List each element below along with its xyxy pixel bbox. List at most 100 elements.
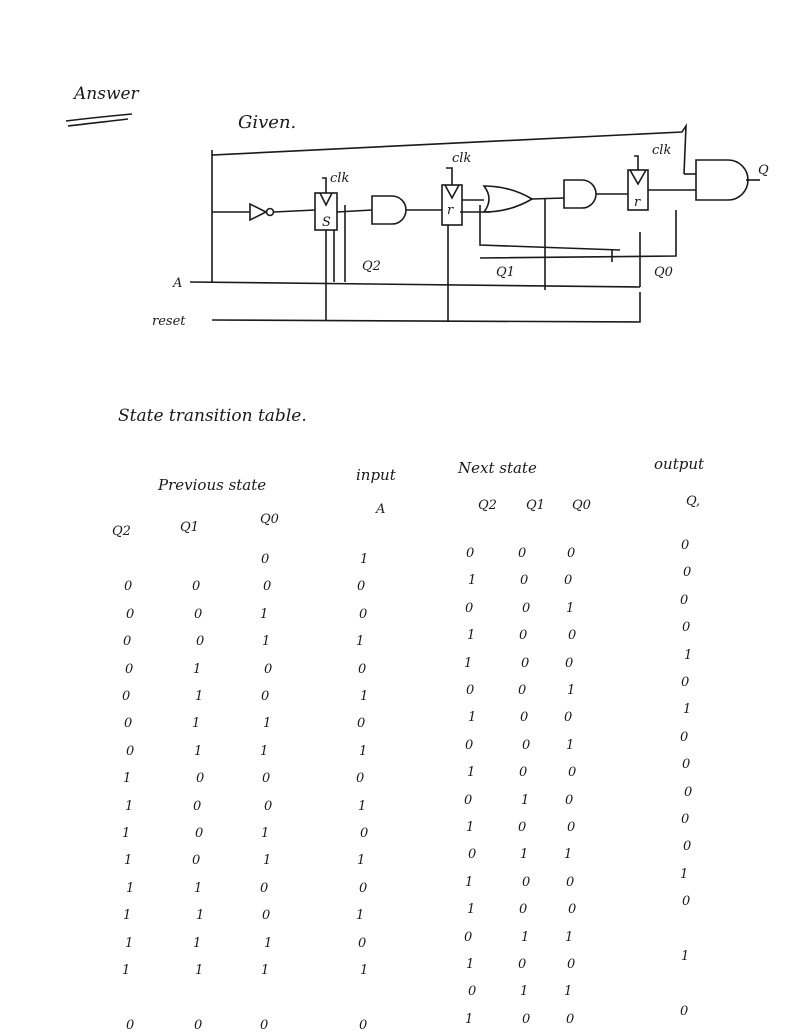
cell-q1: 1 [192,716,201,732]
cell-output: 0 [684,784,693,800]
cell-next-q2: 1 [465,1011,474,1027]
cell-next-q2: 0 [466,683,475,698]
q0-label: Q0 [654,265,673,280]
reset-line [211,292,641,323]
cell-q1: 0 [194,606,203,622]
ff1-type-label: S [322,215,331,230]
q1-label: Q1 [496,265,515,280]
cell-next-q0: 1 [564,984,573,1000]
cell-output: 0 [682,894,691,910]
header-next-state: Next state [458,459,537,477]
cell-next-q1: 0 [521,655,530,671]
cell-q2: 0 [126,743,135,759]
header-a: A [376,502,386,517]
cell-next-q0: 0 [564,710,573,726]
cell-q2: 0 [123,634,132,650]
cell-output: 0 [683,839,692,855]
cell-q1: 1 [195,963,204,978]
cell-q0: 1 [263,853,272,869]
cell-q0: 0 [260,880,269,896]
cell-q2: 1 [125,935,134,951]
cell-next-q0: 0 [568,628,577,644]
cell-next-q1: 0 [518,957,527,972]
cell-q2: 1 [123,771,132,787]
cell-next-q0: 0 [566,1011,575,1027]
header-next-q2: Q2 [478,498,497,513]
cell-output: 0 [680,592,689,608]
cell-q0: 0 [260,1017,269,1033]
cell-q1: 1 [195,689,204,704]
given-label: Given. [238,112,297,133]
cell-next-q2: 1 [466,957,475,972]
cell-next-q1: 0 [518,546,527,561]
cell-next-q0: 0 [566,874,575,890]
cell-q1: 0 [192,579,201,595]
cell-q2: 0 [126,1017,135,1033]
cell-a: 0 [358,935,367,951]
cell-next-q1: 0 [519,765,528,781]
and-gate-output [695,159,749,201]
cell-output: 0 [681,675,690,690]
cell-q0: 0 [264,661,273,677]
cell-output: 1 [680,866,689,882]
cell-q0: 0 [261,689,270,704]
cell-output: 0 [681,538,690,553]
cell-next-q2: 0 [465,600,474,616]
cell-next-q0: 0 [567,546,576,561]
cell-a: 0 [356,771,365,787]
cell-next-q0: 1 [565,929,574,945]
cell-next-q0: 0 [568,902,577,918]
cell-q1: 0 [193,798,202,814]
cell-q1: 0 [195,826,204,841]
cell-next-q2: 1 [466,820,475,835]
cell-next-q2: 0 [468,847,477,863]
cell-next-q2: 1 [467,765,476,781]
cell-q2: 1 [126,880,135,896]
cell-q2: 1 [124,853,133,869]
header-output-q: Q, [686,494,701,509]
cell-next-q2: 0 [464,792,473,808]
cell-q2: 1 [123,908,132,924]
cell-output: 1 [681,949,690,964]
cell-q2: 0 [124,579,133,595]
cell-output: 0 [680,729,689,745]
cell-q2: 0 [125,661,134,677]
cell-output: 0 [680,1003,689,1019]
cell-next-q1: 1 [521,929,530,945]
cell-q1: 0 [192,853,201,869]
ff2-type-label: r [447,203,454,218]
cell-a: 0 [359,880,368,896]
cell-q0: 0 [264,798,273,814]
input-a-label: A [172,276,182,291]
cell-q0: 0 [262,771,271,787]
and-gate-2 [563,179,597,209]
header-next-q1: Q1 [526,498,545,513]
header-q0: Q0 [260,512,279,527]
cell-next-q2: 1 [464,655,473,671]
cell-next-q0: 1 [566,600,575,616]
cell-a: 1 [356,908,365,924]
cell-q1: 0 [196,634,205,650]
ff3-type-label: r [634,195,641,210]
cell-next-q1: 0 [519,902,528,918]
cell-q1: 1 [194,743,203,759]
cell-q0: 0 [261,552,270,567]
cell-next-q1: 0 [520,573,529,589]
cell-next-q2: 1 [465,874,474,890]
q2-label: Q2 [362,259,381,274]
cell-q0: 0 [263,579,272,595]
cell-a: 0 [359,1017,368,1033]
cell-q0: 0 [262,908,271,924]
cell-next-q2: 1 [468,710,477,726]
header-input: input [356,466,396,484]
cell-next-q2: 1 [467,902,476,918]
inverter [249,202,268,222]
header-output: output [654,455,705,473]
cell-next-q0: 1 [566,737,575,753]
cell-q2: 1 [122,826,131,841]
a-line [189,281,641,288]
cell-a: 1 [358,798,367,814]
cell-q2: 1 [122,963,131,978]
cell-a: 1 [360,689,369,704]
